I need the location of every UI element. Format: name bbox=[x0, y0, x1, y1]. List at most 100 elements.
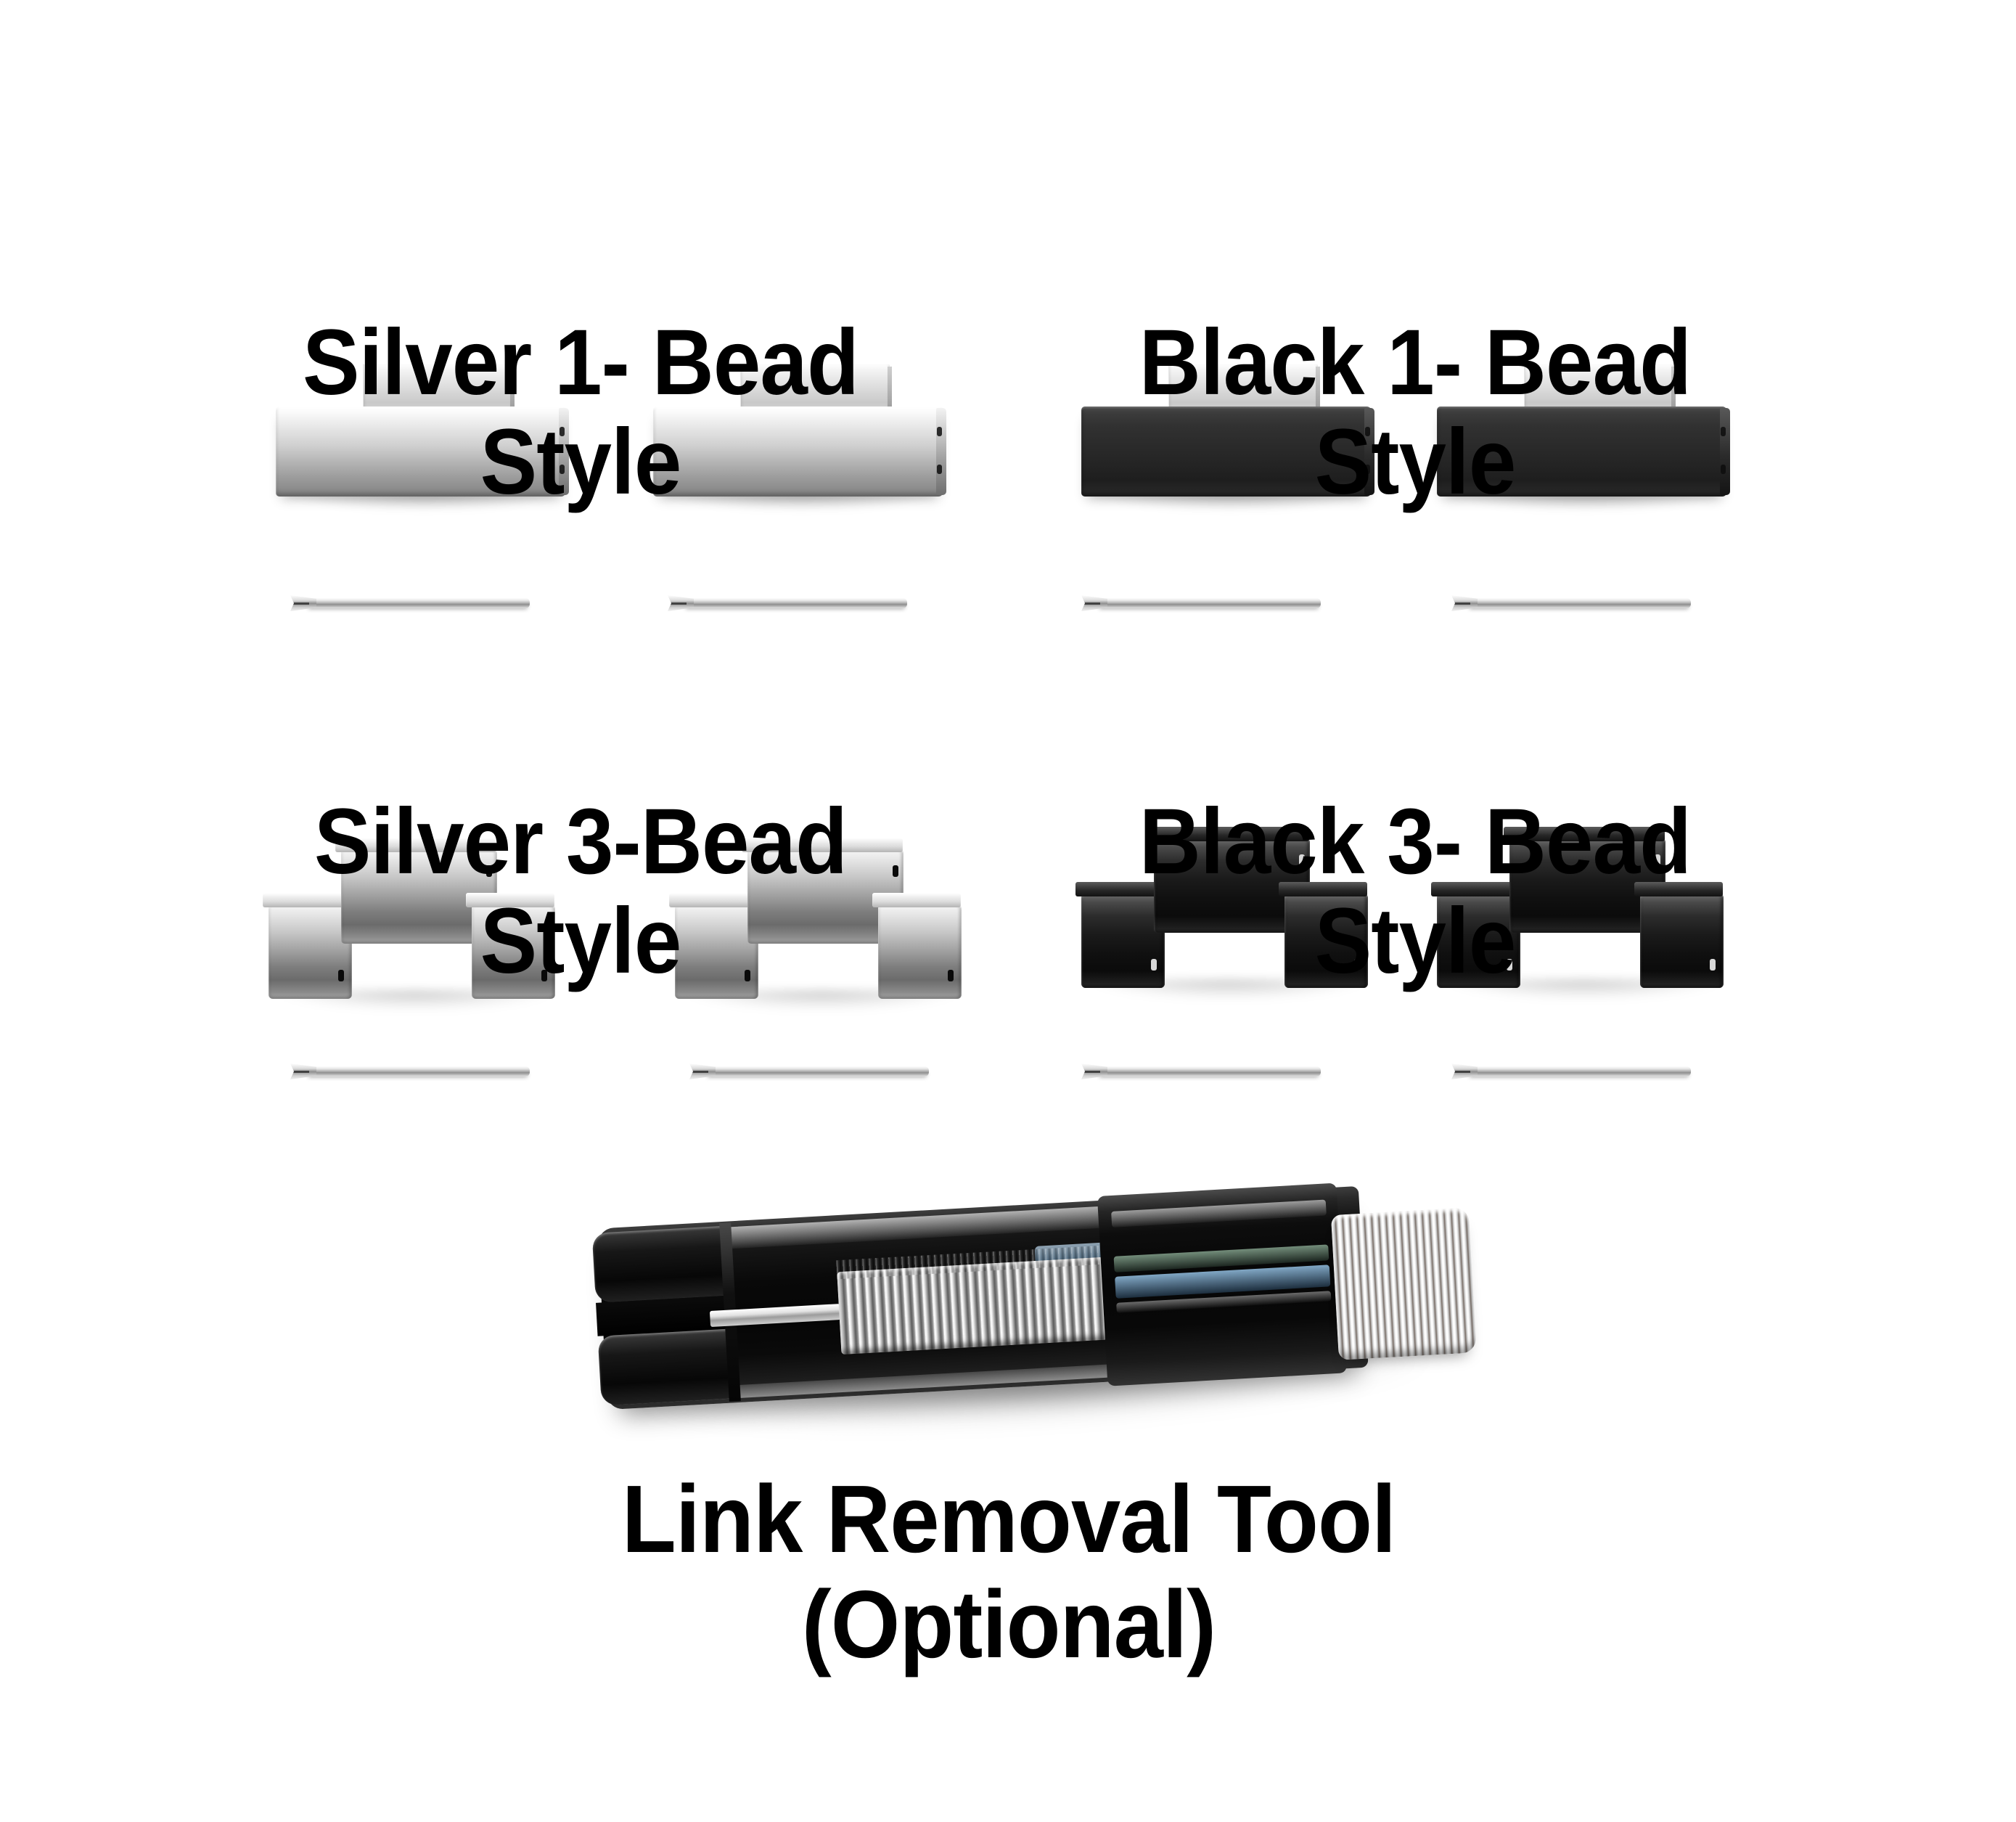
link-side-bead bbox=[1075, 882, 1165, 988]
bead-top-lip bbox=[669, 893, 758, 907]
link-pin-hole bbox=[541, 970, 547, 981]
bead-top-lip bbox=[1634, 882, 1723, 896]
tool-knurled-thumb-knob bbox=[1330, 1207, 1477, 1360]
pin-shaft bbox=[705, 1066, 929, 1077]
silver-1-bead-link bbox=[653, 363, 946, 511]
black-3-bead-link bbox=[1431, 824, 1727, 1000]
link-side-bead bbox=[1634, 882, 1724, 988]
bead-top-lip bbox=[1504, 827, 1665, 841]
heading-line-2: Style bbox=[1314, 409, 1517, 514]
link-pin bbox=[1081, 1063, 1321, 1079]
link-end-cap bbox=[936, 408, 946, 495]
black-3-bead-link bbox=[1075, 824, 1372, 1000]
pin-split-slot bbox=[1454, 602, 1470, 605]
heading-line-1: Silver 1- Bead bbox=[302, 310, 859, 414]
link-side-bead bbox=[872, 893, 962, 999]
pin-split-head bbox=[1451, 595, 1478, 611]
heading-silver-3-bead: Silver 3-Bead Style bbox=[247, 693, 914, 1091]
pin-split-head bbox=[1451, 1063, 1478, 1079]
pin-split-head bbox=[668, 595, 694, 611]
bead-top-lip bbox=[335, 838, 496, 852]
link-side-bead bbox=[466, 893, 555, 999]
link-bar bbox=[1081, 407, 1372, 497]
link-side-bead bbox=[1279, 882, 1368, 988]
link-pin-hole bbox=[338, 970, 344, 981]
pin-split-slot bbox=[1454, 1070, 1470, 1073]
tool-jaw-upper bbox=[591, 1225, 726, 1303]
link-pin-hole bbox=[745, 970, 750, 981]
pin-split-slot bbox=[1084, 602, 1100, 605]
pin-shaft bbox=[684, 598, 907, 608]
link-pin-hole bbox=[1365, 427, 1370, 436]
link-pin-hole bbox=[1710, 959, 1716, 971]
heading-black-1-bead: Black 1- Bead Style bbox=[1081, 214, 1749, 612]
heading-line-1: Black 1- Bead bbox=[1139, 310, 1692, 414]
link-pin-hole bbox=[948, 970, 954, 981]
heading-line-2: Style bbox=[480, 409, 682, 514]
link-pin-hole bbox=[1721, 465, 1726, 474]
link-tab bbox=[740, 363, 892, 414]
pin-split-head bbox=[290, 595, 316, 611]
bead-top-lip bbox=[1279, 882, 1367, 896]
pin-split-slot bbox=[671, 602, 687, 605]
link-pin-hole bbox=[1151, 959, 1157, 971]
link-pin-hole bbox=[1655, 854, 1660, 866]
link-side-bead bbox=[669, 893, 758, 999]
bead-top-lip bbox=[1431, 882, 1520, 896]
link-removal-tool bbox=[591, 1159, 1501, 1447]
pin-shaft bbox=[1097, 598, 1321, 608]
link-side-bead bbox=[1431, 882, 1520, 988]
pin-shaft bbox=[1097, 1066, 1321, 1077]
link-tab bbox=[1168, 363, 1320, 414]
collar-reflection-band bbox=[1111, 1199, 1327, 1227]
link-side-bead bbox=[263, 893, 352, 999]
silver-3-bead-link bbox=[669, 835, 965, 1010]
heading-line-2: Style bbox=[1314, 888, 1517, 993]
caption-link-removal-tool: Link Removal Tool (Optional) bbox=[503, 1466, 1515, 1677]
link-pin bbox=[689, 1063, 929, 1079]
pin-split-head bbox=[1081, 595, 1107, 611]
bead-top-lip bbox=[263, 893, 351, 907]
heading-black-3-bead: Black 3- Bead Style bbox=[1081, 693, 1749, 1091]
bead-top-lip bbox=[872, 893, 961, 907]
link-pin-hole bbox=[560, 427, 565, 436]
pin-shaft bbox=[1467, 598, 1691, 608]
tool-jaw-lower bbox=[597, 1328, 732, 1406]
bead-top-lip bbox=[742, 838, 903, 852]
link-pin bbox=[290, 1063, 530, 1079]
heading-line-1: Black 3- Bead bbox=[1139, 789, 1692, 894]
silver-3-bead-link bbox=[263, 835, 559, 1010]
pin-shaft bbox=[1467, 1066, 1691, 1077]
black-1-bead-link bbox=[1081, 363, 1374, 511]
link-pin-hole bbox=[1299, 854, 1305, 866]
link-pin-hole bbox=[1721, 427, 1726, 436]
pin-split-head bbox=[290, 1063, 316, 1079]
bead-top-lip bbox=[1148, 827, 1309, 841]
pin-split-head bbox=[1081, 1063, 1107, 1079]
link-pin bbox=[668, 595, 907, 611]
pin-shaft bbox=[306, 598, 530, 608]
caption-line-2: (Optional) bbox=[801, 1571, 1216, 1678]
link-pin bbox=[290, 595, 530, 611]
caption-line-1: Link Removal Tool bbox=[621, 1466, 1396, 1572]
link-pin bbox=[1451, 1063, 1691, 1079]
link-pin-hole bbox=[937, 465, 942, 474]
link-tab bbox=[363, 363, 515, 414]
pin-split-slot bbox=[692, 1070, 708, 1073]
link-pin-hole bbox=[937, 427, 942, 436]
link-pin-hole bbox=[1365, 465, 1370, 474]
black-1-bead-link bbox=[1437, 363, 1730, 511]
link-pin-hole bbox=[486, 865, 492, 877]
tool-threaded-screw bbox=[836, 1245, 1108, 1355]
link-pin bbox=[1081, 595, 1321, 611]
pin-split-slot bbox=[293, 1070, 309, 1073]
heading-line-1: Silver 3-Bead bbox=[314, 789, 848, 894]
link-tab bbox=[1524, 363, 1676, 414]
bead-top-lip bbox=[466, 893, 554, 907]
link-bar bbox=[653, 407, 943, 497]
pin-split-slot bbox=[1084, 1070, 1100, 1073]
link-bar bbox=[1437, 407, 1727, 497]
heading-silver-1-bead: Silver 1- Bead Style bbox=[247, 214, 914, 612]
link-pin-hole bbox=[560, 465, 565, 474]
link-pin-hole bbox=[893, 865, 898, 877]
